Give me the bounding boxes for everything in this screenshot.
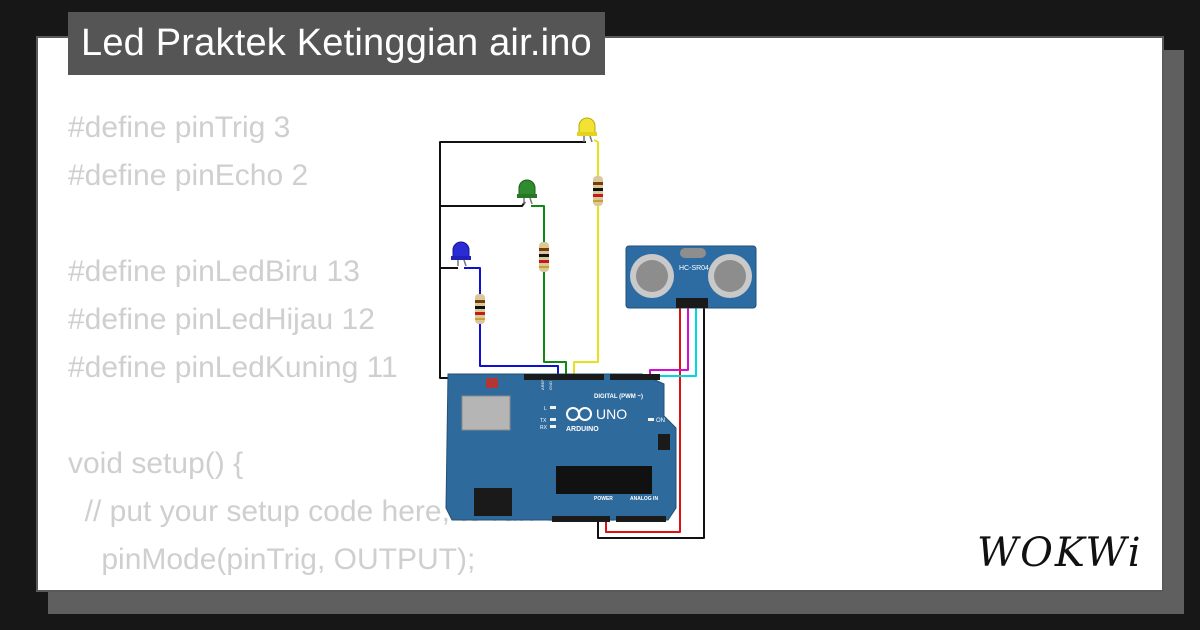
arduino-uno-board: DIGITAL (PWM ~) AREF GND UNO ARDUINO ON … — [445, 373, 677, 522]
l-label: L — [544, 406, 547, 412]
wire-green-led — [531, 205, 545, 244]
wokwi-logo: WOKWi — [977, 530, 1143, 576]
led-yellow — [577, 117, 597, 143]
resistor-blue — [475, 294, 485, 324]
circuit-diagram: HC-SR04 DIGITAL (PWM ~) AREF GND UNO ARD… — [439, 117, 757, 539]
aref-label: AREF — [540, 379, 545, 390]
code-line: pinMode(pinTrig, OUTPUT); — [68, 543, 476, 576]
on-label: ON — [656, 418, 665, 424]
code-line: #define pinLedHijau 12 — [68, 303, 375, 336]
board-brand: ARDUINO — [566, 426, 599, 433]
led-green — [517, 179, 537, 205]
code-line: void setup() { — [68, 447, 244, 480]
wokwi-logo-text: WOKWi — [977, 530, 1143, 576]
tx-label: TX — [540, 418, 547, 424]
gnd-label-top: GND — [548, 381, 553, 390]
sketch-title-box: Led Praktek Ketinggian air.ino — [68, 12, 605, 75]
wire-trig — [649, 308, 689, 380]
wire-green-d12 — [543, 270, 567, 378]
code-line: #define pinLedKuning 11 — [68, 351, 398, 384]
wire-yellow-d11 — [573, 206, 599, 378]
wire-gnd-green-led — [440, 201, 526, 207]
analog-label: ANALOG IN — [630, 496, 658, 502]
wire-yellow-led — [593, 139, 599, 182]
ultrasonic-sensor: HC-SR04 — [625, 245, 757, 309]
code-line: #define pinTrig 3 — [68, 111, 291, 144]
sensor-label: HC-SR04 — [679, 265, 709, 272]
wire-vcc — [605, 308, 681, 533]
resistor-yellow — [593, 176, 603, 206]
led-blue — [451, 241, 471, 267]
arduino-logo — [566, 407, 592, 421]
resistor-green — [539, 242, 549, 272]
wire-blue-led — [464, 267, 481, 304]
wire-blue-d13 — [479, 324, 559, 378]
digital-label: DIGITAL (PWM ~) — [594, 394, 643, 400]
rx-label: RX — [540, 425, 548, 431]
power-label: POWER — [594, 496, 613, 502]
board-name: UNO — [596, 406, 627, 422]
code-line: #define pinLedBiru 13 — [68, 255, 360, 288]
code-line: #define pinEcho 2 — [68, 159, 309, 192]
preview-card[interactable]: #define pinTrig 3 #define pinEcho 2 #defi… — [36, 36, 1164, 592]
sketch-title: Led Praktek Ketinggian air.ino — [81, 22, 592, 64]
wire-gnd-sensor — [597, 308, 705, 539]
